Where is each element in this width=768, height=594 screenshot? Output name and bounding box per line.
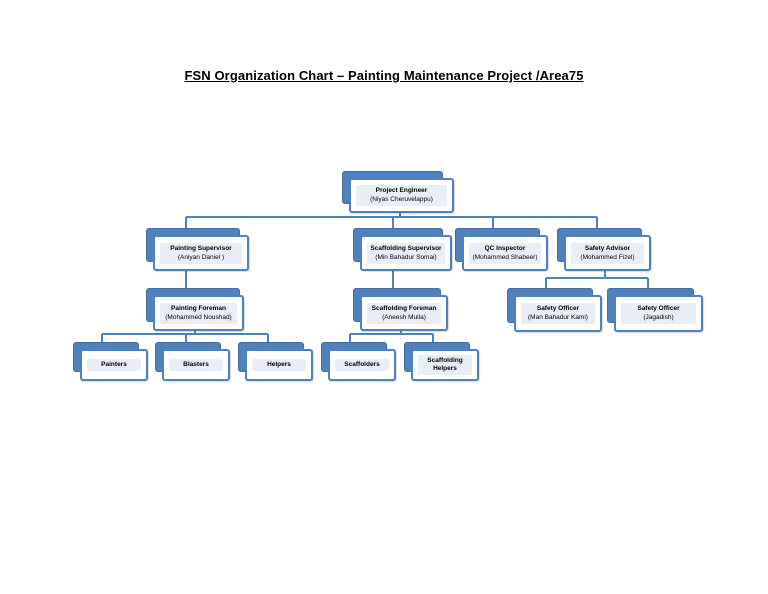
scaffolding-supervisor-title: Scaffolding Supervisor [370,244,442,252]
painting-foreman-title: Painting Foreman [171,304,226,312]
scaffolding-helpers-title: Scaffolding Helpers [427,357,463,372]
painters-title: Painters [101,361,127,368]
painting-foreman-name: (Mohammed Noushad) [165,313,232,321]
safety-advisor-title: Safety Advisor [584,244,631,252]
safety-officer-2-name: (Jagadish) [643,314,674,321]
safety-officer-1-title: Safety Officer [536,305,580,312]
qc-inspector-name: (Mohammed Shabeer) [472,253,538,261]
scaffolding-foreman-name: (Aneesh Mulla) [382,313,426,321]
helpers-title: Helpers [267,361,291,368]
scaffolders-title: Scaffolders [344,361,380,368]
project-engineer-title: Project Engineer [375,187,428,194]
chart-title: FSN Organization Chart – Painting Mainte… [184,68,584,83]
painting-supervisor-name: (Aniyan Daniel ) [177,253,225,261]
safety-advisor-name: (Mohammed Fizel) [580,253,635,261]
painting-supervisor-title: Painting Supervisor [170,244,232,252]
blasters-title: Blasters [183,361,209,368]
project-engineer-name: (Niyas Cheruvelappu) [370,196,433,203]
safety-officer-2-title: Safety Officer [637,305,680,312]
qc-inspector-title: QC Inspector [484,244,526,252]
scaffolding-supervisor-name: (Min Bahadur Somai) [375,253,437,261]
safety-officer-1-name: (Man Bahadur Kami) [528,314,588,321]
scaffolding-foreman-title: Scaffolding Foreman [371,304,437,312]
